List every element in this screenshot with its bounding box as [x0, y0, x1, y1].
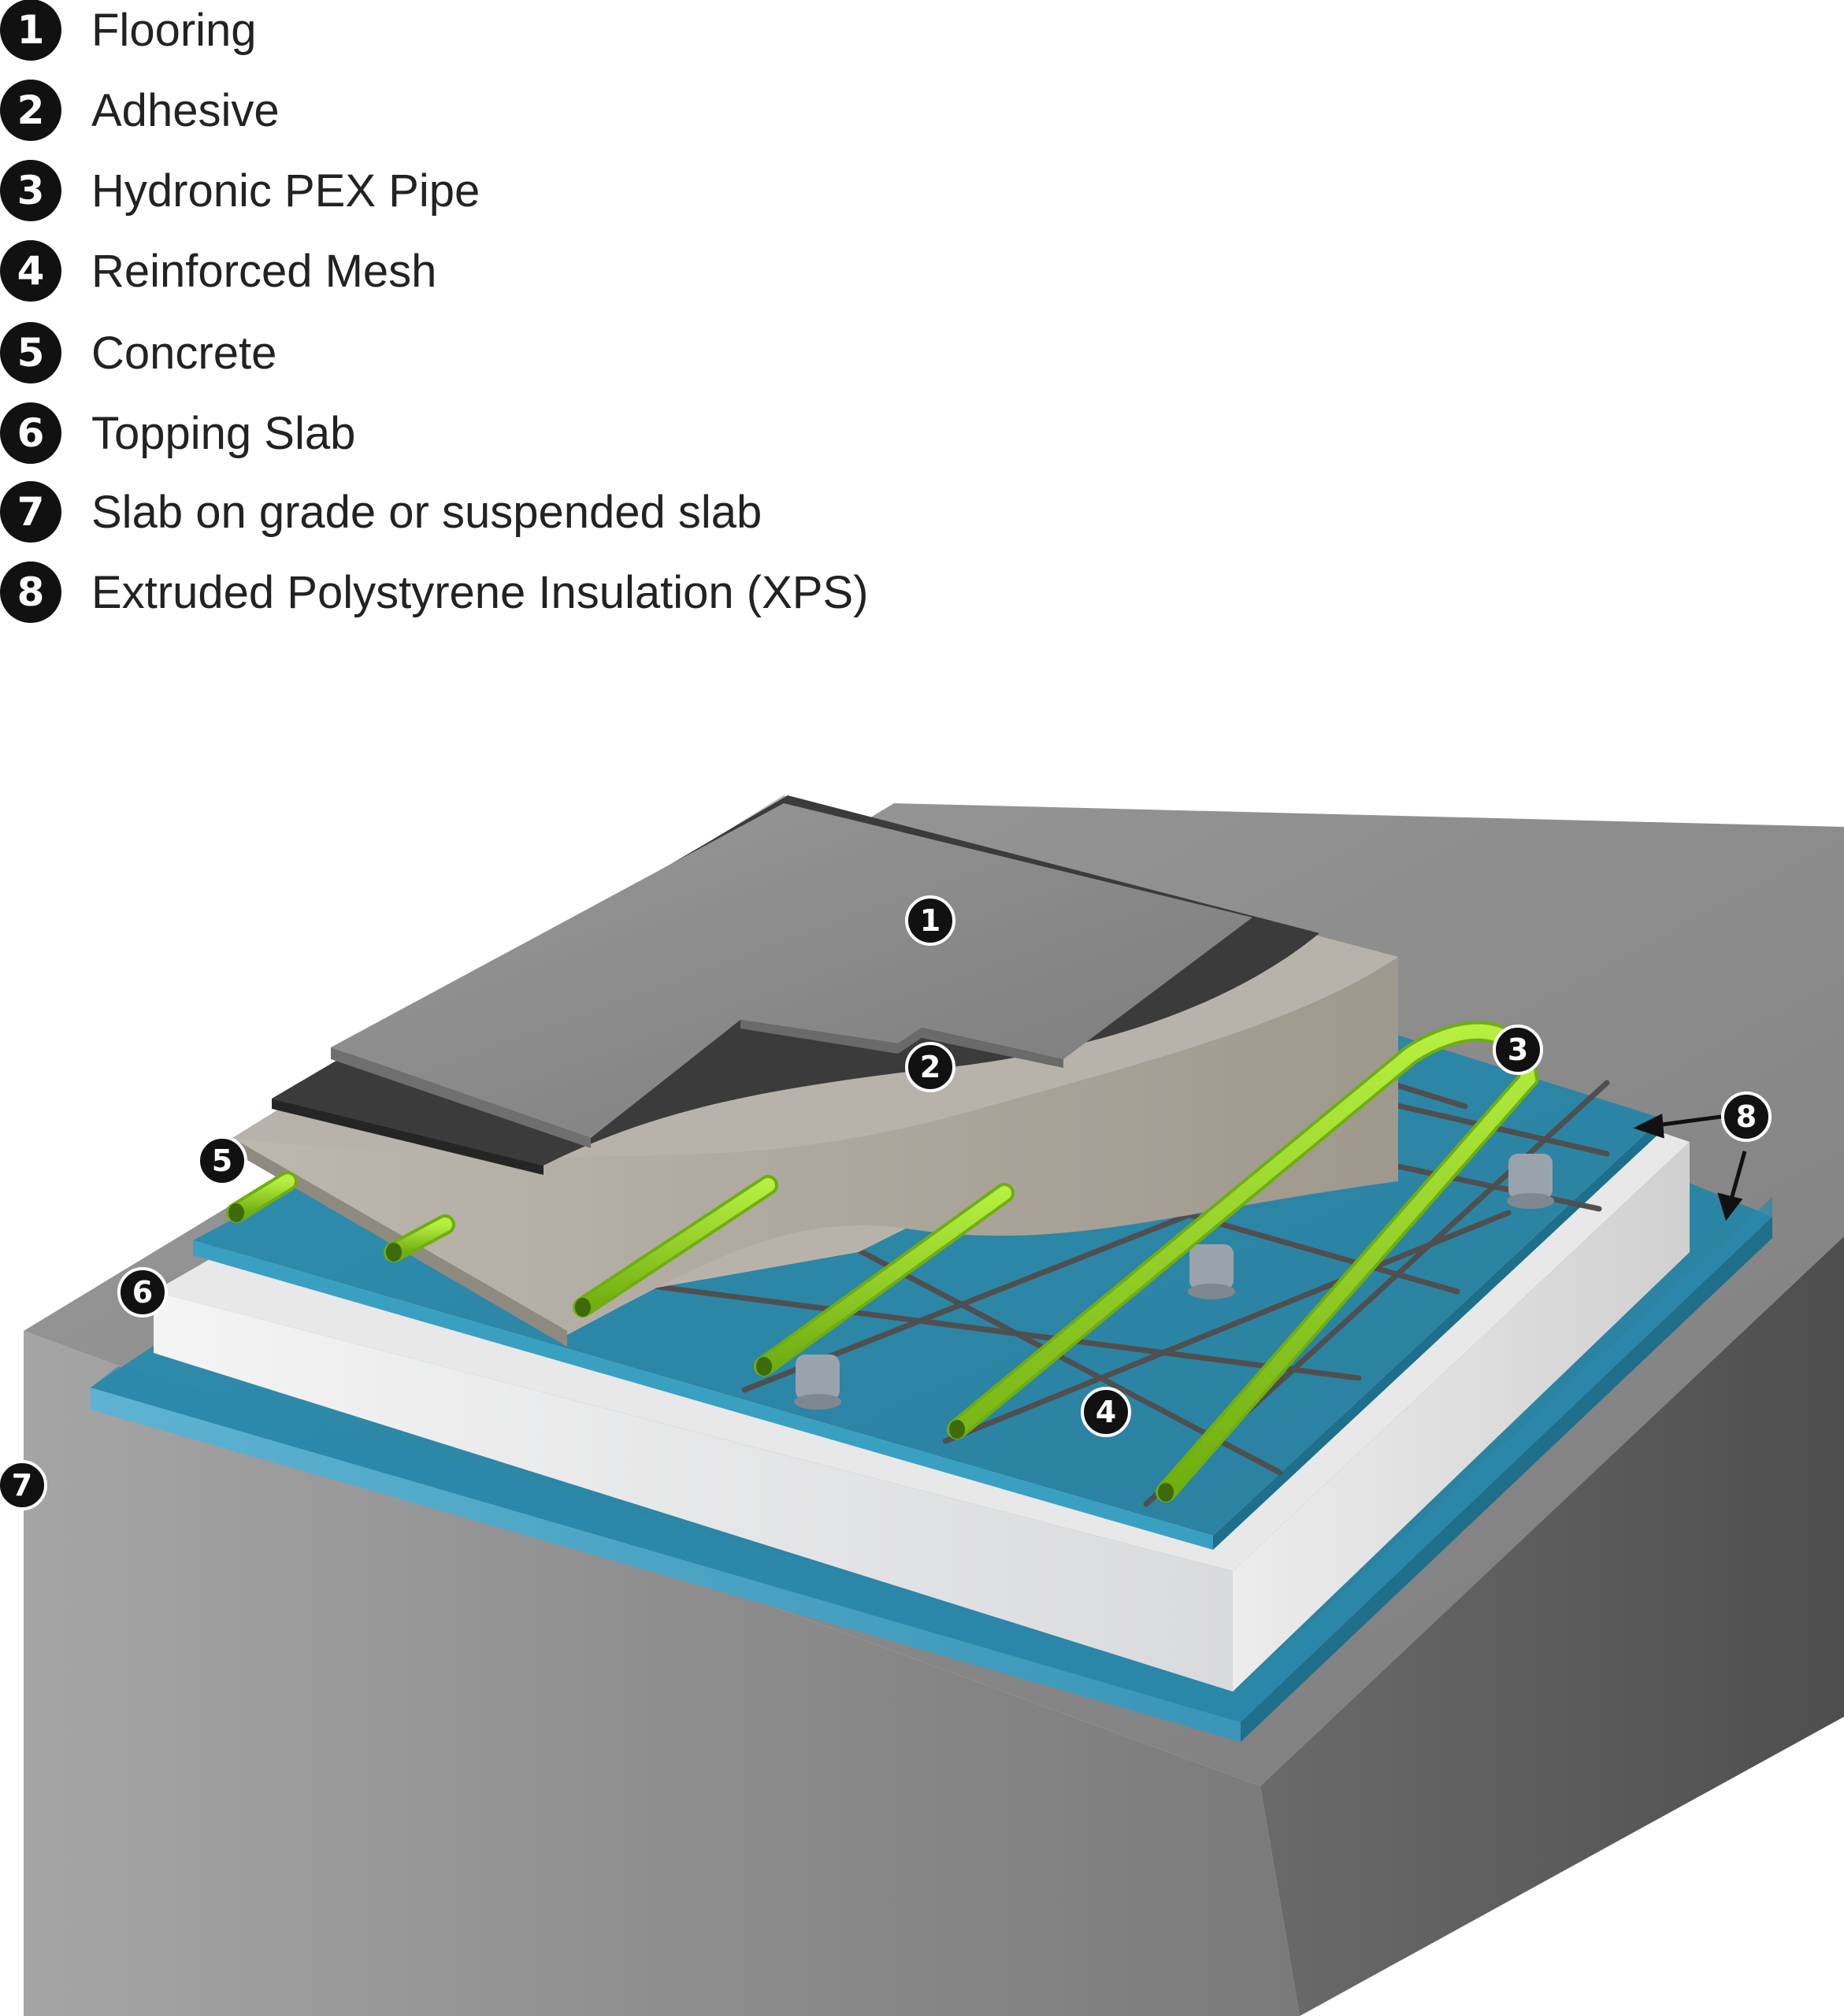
legend-label: Concrete: [91, 327, 277, 379]
arrow-head: [1717, 1192, 1743, 1221]
legend-badge: 1: [0, 0, 61, 61]
xps-lower-front-edge: [91, 1388, 1241, 1742]
base-slab-front: [24, 1331, 1300, 2016]
callout-8: 8: [1721, 1091, 1772, 1142]
callout-7: 7: [0, 1460, 47, 1510]
callout-number: 8: [1736, 1099, 1757, 1134]
xps-arrows: [1633, 1114, 1747, 1221]
pipe-supports: [794, 1154, 1554, 1410]
legend-badge: 6: [0, 402, 61, 464]
flooring-edge: [331, 1047, 591, 1148]
mesh-bar: [942, 1210, 1512, 1444]
callout-number: 6: [132, 1275, 153, 1310]
xps-upper-front-edge: [193, 1240, 1213, 1550]
callout-number: 1: [920, 903, 941, 938]
legend-item-mesh: 4 Reinforced Mesh: [0, 239, 436, 302]
mesh-bar: [643, 1282, 1362, 1381]
base-slab-right: [1260, 1236, 1844, 2016]
support-chair: [1188, 1244, 1235, 1299]
callout-6: 6: [117, 1267, 168, 1317]
legend-label: Topping Slab: [91, 407, 356, 459]
legend-item-xps: 8 Extruded Polystyrene Insulation (XPS): [0, 561, 868, 624]
arrow-line: [1727, 1151, 1747, 1206]
callout-4: 4: [1081, 1387, 1131, 1437]
callout-3: 3: [1493, 1025, 1543, 1075]
arrow-head: [1633, 1114, 1664, 1139]
legend-item-concrete: 5 Concrete: [0, 321, 276, 384]
callout-number: 4: [1096, 1395, 1116, 1429]
legend-badge: 3: [0, 160, 61, 221]
callout-5: 5: [197, 1136, 247, 1186]
legend-item-adhesive: 2 Adhesive: [0, 79, 280, 142]
adhesive-edge: [272, 1099, 544, 1175]
pipe-ends: [228, 1203, 1174, 1502]
mesh-bar: [796, 1216, 1283, 1476]
support-chair: [794, 1354, 841, 1410]
legend-badge: 8: [0, 561, 61, 623]
legend-label: Slab on grade or suspended slab: [91, 486, 762, 538]
xps-upper-right-edge: [1213, 1118, 1662, 1550]
support-chair: [1507, 1154, 1554, 1209]
legend-item-flooring: 1 Flooring: [0, 0, 257, 61]
legend-badge: 4: [0, 240, 61, 302]
callout-number: 2: [920, 1050, 941, 1084]
callout-number: 3: [1508, 1032, 1528, 1067]
xps-lower-right-edge: [1241, 1217, 1772, 1742]
legend-label: Adhesive: [91, 84, 280, 136]
callout-2: 2: [905, 1042, 955, 1092]
callout-number: 7: [12, 1468, 32, 1503]
xps-lower-margin: [91, 1197, 1772, 1722]
legend-badge: 2: [0, 80, 61, 141]
flooring-step-edge: [740, 1020, 1063, 1068]
flooring-layer: [331, 803, 1252, 1148]
topping-slab-right: [1233, 1142, 1690, 1692]
callout-1: 1: [905, 895, 955, 946]
legend-item-topping-slab: 6 Topping Slab: [0, 402, 355, 465]
legend-label: Reinforced Mesh: [91, 245, 437, 297]
concrete-slab-front: [232, 957, 1398, 1335]
topping-slab-front: [154, 1292, 1233, 1692]
legend-badge: 5: [0, 322, 61, 384]
legend-label: Hydronic PEX Pipe: [91, 165, 480, 217]
legend-item-base-slab: 7 Slab on grade or suspended slab: [0, 480, 762, 543]
callout-number: 5: [212, 1143, 232, 1178]
legend-label: Extruded Polystyrene Insulation (XPS): [91, 566, 869, 618]
flooring-top: [331, 803, 1252, 1138]
legend-badge: 7: [0, 481, 61, 543]
legend-label: Flooring: [91, 4, 257, 56]
legend-item-pex-pipe: 3 Hydronic PEX Pipe: [0, 159, 480, 222]
